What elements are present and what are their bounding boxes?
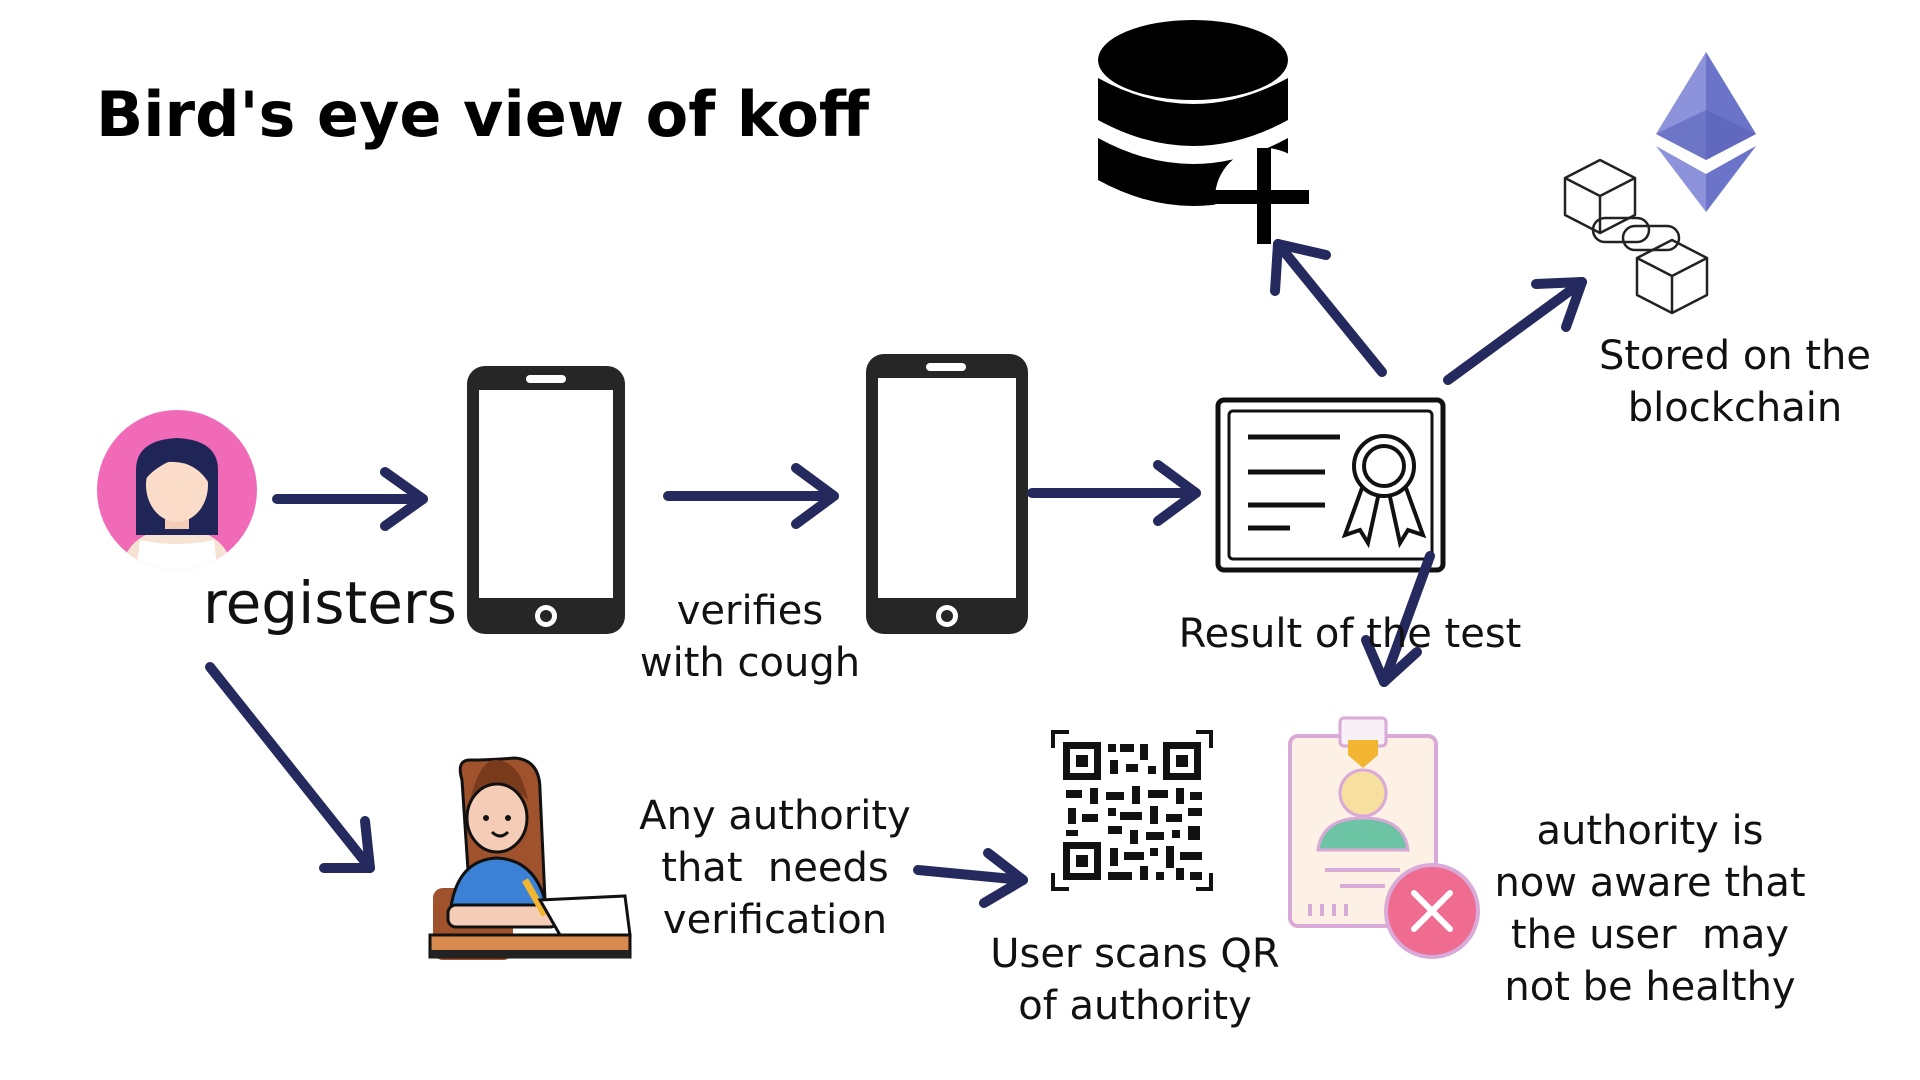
qr-code-icon [1051,730,1213,891]
blockchain-icon [1563,158,1709,315]
label-line: User scans QR [990,931,1280,977]
database-add-icon [1098,20,1315,248]
label-line: with cough [639,640,861,686]
arrow-certificate-to-badge [1361,551,1435,687]
label-line: Result of the test [1178,611,1522,657]
label-line: Any authority [639,793,911,839]
label-line: not be healthy [1504,964,1796,1010]
arrow-user-to-authority [205,662,375,873]
label-stored-on-blockchain: Stored on the blockchain [1565,330,1905,434]
label-line: verifies [676,588,824,634]
label-line: Stored on the [1598,333,1871,379]
label-line: the user may [1510,912,1790,958]
label-line: blockchain [1627,385,1843,431]
id-badge-rejected-icon [1288,716,1480,959]
arrow-user-to-phone [272,467,428,531]
label-registers-text: registers [203,569,457,637]
label-line: authority is [1536,808,1764,854]
smartphone-icon [866,354,1028,634]
user-avatar-icon [97,410,257,570]
label-user-scans-qr: User scans QR of authority [970,928,1300,1032]
label-authority-aware: authority is now aware that the user may… [1470,805,1830,1013]
authority-officer-icon [428,756,632,960]
label-line: of authority [1018,983,1252,1029]
label-line: verification [662,897,888,943]
label-result-of-test: Result of the test [1150,608,1550,660]
label-authority-needs-verification: Any authority that needs verification [625,790,925,946]
label-line: that needs [661,845,889,891]
arrow-phone-to-phone [663,463,839,529]
ethereum-icon [1656,52,1756,212]
label-line: now aware that [1494,860,1806,906]
smartphone-icon [467,366,625,634]
certificate-icon [1215,397,1446,573]
arrow-certificate-to-blockchain [1443,277,1587,385]
page-title: Bird's eye view of koff [96,78,870,151]
arrow-phone-to-certificate [1027,460,1201,526]
arrow-certificate-to-database [1270,239,1387,377]
arrow-authority-to-qr [913,848,1028,908]
label-verifies-with-cough: verifies with cough [610,585,890,689]
label-registers: registers [180,569,480,637]
